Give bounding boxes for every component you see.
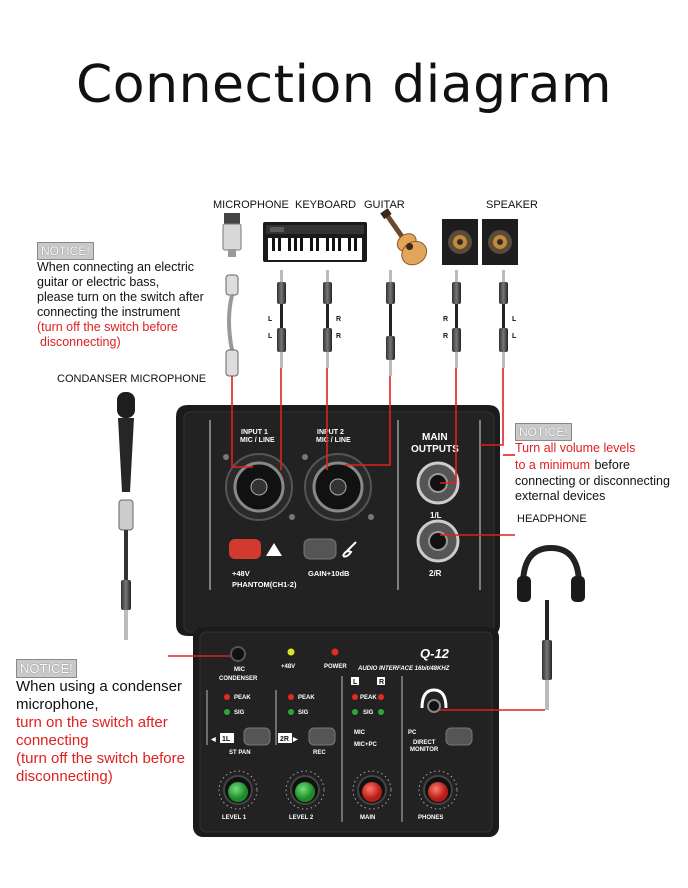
- keyboard-device: [263, 222, 367, 262]
- led-48v-label: +48V: [281, 664, 295, 670]
- rec-label: REC: [313, 750, 326, 756]
- condenser-mic-jack[interactable]: [231, 647, 245, 661]
- ch1-peak-led: [224, 694, 230, 700]
- ch1-sig-led: [224, 709, 230, 715]
- mode-micpc-label: MIC+PC: [354, 742, 378, 748]
- cable-label-l: L: [268, 333, 273, 340]
- pan-1l-text: 1L: [222, 736, 231, 743]
- headphone-jack[interactable]: [428, 700, 440, 712]
- main-outputs-label-2: OUTPUTS: [411, 444, 459, 455]
- gain-button[interactable]: [304, 539, 336, 559]
- output-1l-label: 1/L: [430, 511, 442, 520]
- phantom-48v-label: +48V: [232, 569, 250, 578]
- phantom-label: PHANTOM(CH1-2): [232, 580, 297, 589]
- st-pan-label: ST PAN: [229, 750, 251, 756]
- main-l-peak-led: [352, 694, 358, 700]
- monitor-label: MONITOR: [410, 747, 439, 753]
- microphone-device: [223, 213, 241, 257]
- direct-monitor-button[interactable]: [446, 728, 472, 745]
- cable-label-l: L: [268, 316, 273, 323]
- speaker-device: [442, 219, 518, 265]
- input2-sublabel: MIC / LINE: [316, 437, 351, 444]
- led-power-label: POWER: [324, 664, 347, 670]
- ch1-sig-label: SIG: [234, 710, 245, 716]
- phantom-power-button[interactable]: [229, 539, 261, 559]
- mode-pc-label: PC: [408, 730, 417, 736]
- main-r-peak-led: [378, 694, 384, 700]
- main-outputs-label: MAIN: [422, 432, 448, 443]
- input2-label: INPUT 2: [317, 429, 344, 436]
- main-label: MAIN: [360, 815, 375, 821]
- main-r-sig-led: [378, 709, 384, 715]
- ch2-sig-led: [288, 709, 294, 715]
- pan-arrow-right-icon: ▶: [292, 736, 298, 743]
- condenser-microphone-device: [117, 392, 135, 640]
- ch2-peak-led: [288, 694, 294, 700]
- st-pan-button[interactable]: [244, 728, 270, 745]
- main-sig-label: SIG: [363, 710, 374, 716]
- ch2-peak-label: PEAK: [298, 695, 315, 701]
- ch1-peak-label: PEAK: [234, 695, 251, 701]
- meter-r-text: R: [379, 679, 384, 686]
- xlr-cable: [226, 275, 238, 376]
- cable-label-r: R: [336, 333, 341, 340]
- main-l-sig-led: [352, 709, 358, 715]
- cable-label-r: R: [443, 333, 448, 340]
- cable-label-l: L: [512, 333, 517, 340]
- level1-label: LEVEL 1: [222, 815, 247, 821]
- led-power: [332, 649, 339, 656]
- model-subtitle: AUDIO INTERFACE 16bit/48KHZ: [357, 666, 450, 672]
- rec-button[interactable]: [309, 728, 335, 745]
- cable-label-l: L: [512, 316, 517, 323]
- cable-label-r: R: [336, 316, 341, 323]
- mic-label: MIC: [234, 667, 246, 673]
- model-name: Q-12: [420, 646, 450, 661]
- phones-label: PHONES: [418, 815, 443, 821]
- pan-arrow-left-icon: ◀: [210, 736, 216, 743]
- input1-label: INPUT 1: [241, 429, 268, 436]
- mode-mic-label: MIC: [354, 730, 366, 736]
- cable-label-r: R: [443, 316, 448, 323]
- output-2r-jack[interactable]: [418, 521, 458, 561]
- condenser-label: CONDENSER: [219, 676, 258, 682]
- input1-sublabel: MIC / LINE: [240, 437, 275, 444]
- direct-label: DIRECT: [413, 740, 436, 746]
- level2-label: LEVEL 2: [289, 815, 314, 821]
- pan-2r-text: 2R: [280, 736, 289, 743]
- guitar-device: [374, 203, 431, 270]
- led-48v: [288, 649, 295, 656]
- ch2-sig-label: SIG: [298, 710, 309, 716]
- main-peak-label: PEAK: [360, 695, 377, 701]
- gain-label: GAIN+10dB: [308, 569, 350, 578]
- output-2r-label: 2/R: [429, 569, 442, 578]
- headphone-device: [517, 548, 585, 710]
- jack-cables: [277, 270, 508, 376]
- meter-l-text: L: [353, 679, 358, 686]
